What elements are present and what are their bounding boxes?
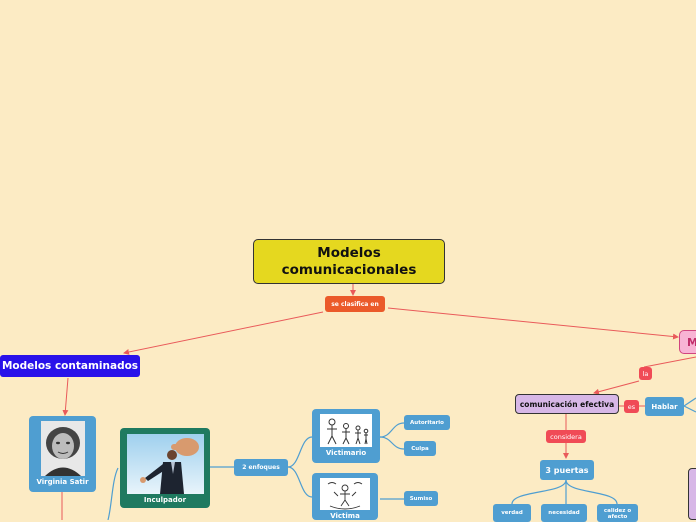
node-sumiso[interactable]: Sumiso <box>404 491 438 506</box>
portrait-image <box>40 421 85 476</box>
root-title: Modelos comunicacionales <box>281 244 417 278</box>
node-partial-right[interactable] <box>688 468 696 520</box>
node-inculpador[interactable]: Inculpador <box>120 428 210 508</box>
node-necesidad[interactable]: necesidad <box>541 504 587 522</box>
node-verdad[interactable]: verdad <box>493 504 531 522</box>
node-autoritario[interactable]: Autoritario <box>404 415 450 430</box>
node-2-enfoques[interactable]: 2 enfoques <box>234 459 288 476</box>
link-label-es[interactable]: es <box>624 400 639 413</box>
link-label-la[interactable]: la <box>639 367 652 380</box>
link-label-considera[interactable]: considera <box>546 430 586 443</box>
blaming-man-image <box>126 434 204 494</box>
root-node[interactable]: Modelos comunicacionales <box>253 239 445 284</box>
node-calidez[interactable]: calidez o afecto <box>597 504 638 522</box>
node-3-puertas[interactable]: 3 puertas <box>540 460 594 480</box>
node-m-partial[interactable]: M <box>679 330 696 354</box>
node-virginia-satir[interactable]: Virginia Satir <box>29 416 96 492</box>
node-culpa[interactable]: Culpa <box>404 441 436 456</box>
node-victima[interactable]: Victima <box>312 473 378 520</box>
node-comunicacion-efectiva[interactable]: comunicación efectiva <box>515 394 619 414</box>
node-victimario[interactable]: Victimario <box>312 409 380 463</box>
node-modelos-contaminados[interactable]: Modelos contaminados <box>0 355 140 377</box>
victima-image <box>320 478 370 510</box>
node-hablar[interactable]: Hablar <box>645 397 684 416</box>
victimario-image <box>320 414 372 447</box>
link-label-clasifica[interactable]: se clasifica en <box>325 296 385 312</box>
